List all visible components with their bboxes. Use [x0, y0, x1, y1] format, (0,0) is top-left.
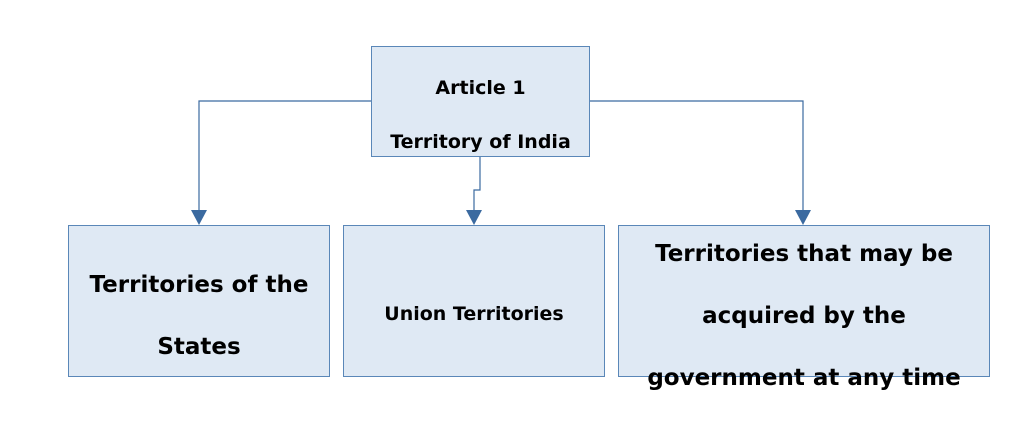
connector-to-states [198, 100, 371, 215]
root-line-2: Territory of India [390, 130, 571, 153]
root-box-article-1: Article 1 Territory of India [371, 46, 590, 157]
arrowhead-states [191, 210, 207, 225]
arrowhead-acquired [795, 210, 811, 225]
root-line-1: Article 1 [435, 76, 526, 99]
child-box-union-territories: Union Territories [343, 225, 605, 377]
acquired-line-3: government at any time [647, 365, 961, 391]
child-box-territories-of-states: Territories of the States [68, 225, 330, 377]
states-box-text: Territories of the States [90, 239, 309, 363]
acquired-box-text: Territories that may be acquired by the … [647, 208, 960, 394]
acquired-line-1: Territories that may be [655, 241, 953, 267]
states-line-2: States [157, 334, 241, 360]
root-box-text: Article 1 Territory of India [390, 48, 571, 156]
connector-to-acquired [590, 100, 804, 215]
union-line-1: Union Territories [384, 303, 564, 325]
child-box-acquired-territories: Territories that may be acquired by the … [618, 225, 990, 391]
states-line-1: Territories of the [89, 272, 309, 298]
arrowhead-union [466, 210, 482, 225]
acquired-line-2: acquired by the [702, 303, 906, 329]
union-box-text: Union Territories [384, 274, 563, 328]
connector-to-union [473, 157, 481, 215]
